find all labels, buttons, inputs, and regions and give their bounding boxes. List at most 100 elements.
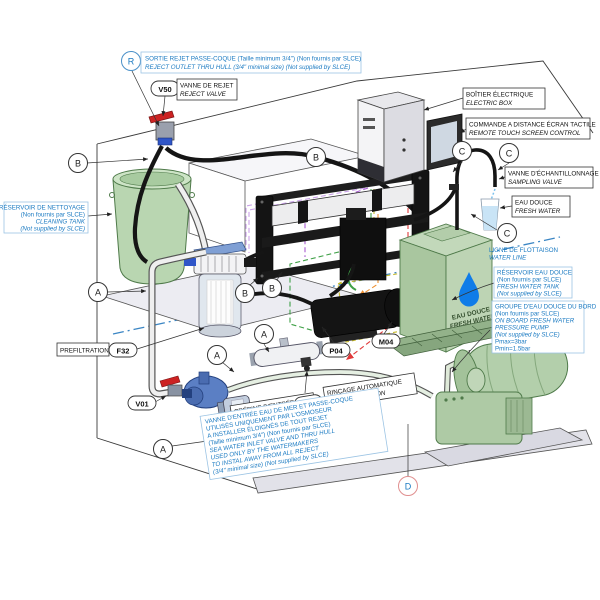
callout-a-4: A: [153, 439, 173, 459]
label-remote-control: COMMANDE A DISTANCE ÉCRAN TACTILE REMOTE…: [465, 117, 596, 140]
tag-v01: V01: [127, 395, 157, 411]
svg-text:A: A: [95, 288, 101, 298]
svg-text:D: D: [405, 482, 412, 492]
svg-text:Pmin=1.5bar: Pmin=1.5bar: [495, 346, 530, 353]
svg-text:V01: V01: [135, 400, 148, 409]
svg-text:COMMANDE A DISTANCE ÉCRAN TACT: COMMANDE A DISTANCE ÉCRAN TACTILE: [469, 120, 596, 129]
sampling-valve: [449, 184, 459, 190]
svg-text:M04: M04: [379, 338, 394, 347]
svg-text:CLEANING TANK: CLEANING TANK: [36, 219, 86, 226]
svg-text:WATER LINE: WATER LINE: [489, 255, 527, 262]
svg-text:(Non fournis par SLCE): (Non fournis par SLCE): [21, 212, 85, 219]
svg-text:(Not supplied by SLCE): (Not supplied by SLCE): [20, 226, 85, 233]
svg-text:A: A: [214, 351, 220, 361]
water-glass: [480, 198, 500, 231]
svg-text:REJECT OUTLET THRU HULL (3/4": REJECT OUTLET THRU HULL (3/4" minimal si…: [145, 64, 350, 71]
svg-text:REJECT VALVE: REJECT VALVE: [180, 91, 227, 98]
svg-text:EAU DOUCE: EAU DOUCE: [515, 200, 552, 207]
svg-text:VANNE DE REJET: VANNE DE REJET: [180, 83, 234, 90]
sea-water-pipe: [148, 248, 207, 398]
svg-text:(Not supplied by SLCE): (Not supplied by SLCE): [497, 291, 562, 298]
svg-text:(Non fournis par SLCE): (Non fournis par SLCE): [495, 311, 559, 318]
svg-text:GROUPE D'EAU DOUCE DU BORD: GROUPE D'EAU DOUCE DU BORD: [495, 304, 597, 311]
svg-text:C: C: [506, 149, 513, 159]
callout-a-1: A: [88, 282, 108, 302]
svg-text:F32: F32: [117, 347, 130, 356]
label-fresh-water-tank: RÉSERVOIR EAU DOUCE (Non fournis par SLC…: [493, 266, 573, 299]
electric-box: [356, 91, 426, 183]
label-reject-outlet: SORTIE REJET PASSE-COQUE (Taille minimum…: [140, 51, 362, 74]
tag-p04: P04: [321, 342, 351, 358]
label-inlet-valve-note: VANNE D'ENTRÉE EAU DE MER ET PASSE-COQUE…: [199, 387, 389, 480]
callout-c-3: C: [497, 223, 517, 243]
hp-hose: [328, 263, 356, 298]
svg-text:(Non fournis par SLCE): (Non fournis par SLCE): [497, 277, 561, 284]
reject-valve: [148, 110, 175, 146]
label-sampling-valve: VANNE D'ÉCHANTILLONNAGE SAMPLING VALVE: [504, 166, 599, 189]
callout-b-4: B: [262, 278, 282, 298]
svg-text:RÉSERVOIR DE NETTOYAGE: RÉSERVOIR DE NETTOYAGE: [0, 205, 85, 212]
prefilter: [184, 241, 256, 338]
label-electric-box: BOÎTIER ÉLECTRIQUE ELECTRIC BOX: [462, 87, 546, 110]
svg-text:B: B: [242, 289, 248, 299]
svg-text:A: A: [261, 330, 267, 340]
svg-text:C: C: [459, 147, 466, 157]
callout-b-3: B: [235, 283, 255, 303]
svg-text:VANNE D'ÉCHANTILLONNAGE: VANNE D'ÉCHANTILLONNAGE: [508, 169, 599, 178]
svg-text:PRESSURE PUMP: PRESSURE PUMP: [495, 325, 550, 332]
tag-f32: F32: [108, 342, 138, 358]
pour-stream: [490, 188, 496, 201]
water-drop-icon: [459, 272, 479, 307]
svg-text:REMOTE TOUCH SCREEN CONTROL: REMOTE TOUCH SCREEN CONTROL: [469, 130, 581, 137]
label-reject-valve: VANNE DE REJET REJECT VALVE: [176, 78, 238, 101]
fresh-water-tank: EAU DOUCE FRESH WATER: [391, 223, 517, 357]
boost-pump: [159, 371, 229, 409]
svg-text:FRESH WATER TANK: FRESH WATER TANK: [497, 284, 560, 291]
svg-text:B: B: [75, 159, 81, 169]
callout-c-1: C: [452, 141, 472, 161]
label-prefiltration: PREFILTRATION: [56, 342, 110, 357]
label-water-line: LIGNE DE FLOTTAISON WATER LINE: [489, 247, 558, 262]
label-pressure-pump: GROUPE D'EAU DOUCE DU BORD (Non fournis …: [491, 300, 597, 354]
svg-text:P04: P04: [329, 347, 343, 356]
svg-text:FRESH WATER: FRESH WATER: [515, 208, 561, 215]
svg-text:ELECTRIC BOX: ELECTRIC BOX: [466, 100, 513, 107]
callout-r: R: [121, 51, 141, 71]
v01-red-handle: [159, 375, 181, 388]
tag-m04: M04: [371, 333, 401, 349]
svg-text:Pmax=3bar: Pmax=3bar: [495, 339, 527, 346]
svg-text:B: B: [313, 153, 319, 163]
callout-b-1: B: [68, 153, 88, 173]
flushing-assembly: [249, 337, 325, 372]
svg-text:R: R: [128, 57, 135, 67]
reject-hose-to-bucket: [132, 145, 164, 264]
cable-lavender-dashed: [245, 183, 363, 250]
hp-pump-block: [339, 217, 387, 281]
callout-b-2: B: [306, 147, 326, 167]
svg-text:V50: V50: [158, 85, 171, 94]
label-cleaning-tank: RÉSERVOIR DE NETTOYAGE (Non fournis par …: [0, 201, 89, 234]
svg-text:C: C: [504, 229, 511, 239]
svg-text:ON BOARD FRESH WATER: ON BOARD FRESH WATER: [495, 318, 575, 325]
cable-yellow-dashed: [337, 189, 375, 285]
label-fresh-water-glass: EAU DOUCE FRESH WATER: [511, 195, 571, 218]
cable-lavender-dashed-2: [248, 187, 366, 253]
svg-text:B: B: [269, 284, 275, 294]
callouts: R B B B B A A A A C C C D: [68, 51, 519, 496]
svg-text:SORTIE REJET PASSE-COQUE (Tail: SORTIE REJET PASSE-COQUE (Taille minimum…: [145, 56, 361, 63]
callout-a-2: A: [207, 345, 227, 365]
svg-text:BOÎTIER ÉLECTRIQUE: BOÎTIER ÉLECTRIQUE: [466, 90, 533, 99]
touch-screen-display: [431, 121, 457, 163]
svg-text:(Not supplied by SLCE): (Not supplied by SLCE): [495, 332, 560, 339]
touch-screen: [426, 113, 463, 171]
svg-text:SAMPLING VALVE: SAMPLING VALVE: [508, 179, 563, 186]
sampling-loop: [413, 148, 497, 230]
svg-text:PREFILTRATION: PREFILTRATION: [60, 348, 109, 355]
svg-text:RÉSERVOIR EAU DOUCE: RÉSERVOIR EAU DOUCE: [497, 270, 572, 277]
svg-text:LIGNE DE FLOTTAISON: LIGNE DE FLOTTAISON: [489, 247, 558, 254]
svg-text:A: A: [160, 445, 166, 455]
callout-d: D: [398, 476, 418, 496]
callout-c-2: C: [499, 143, 519, 163]
